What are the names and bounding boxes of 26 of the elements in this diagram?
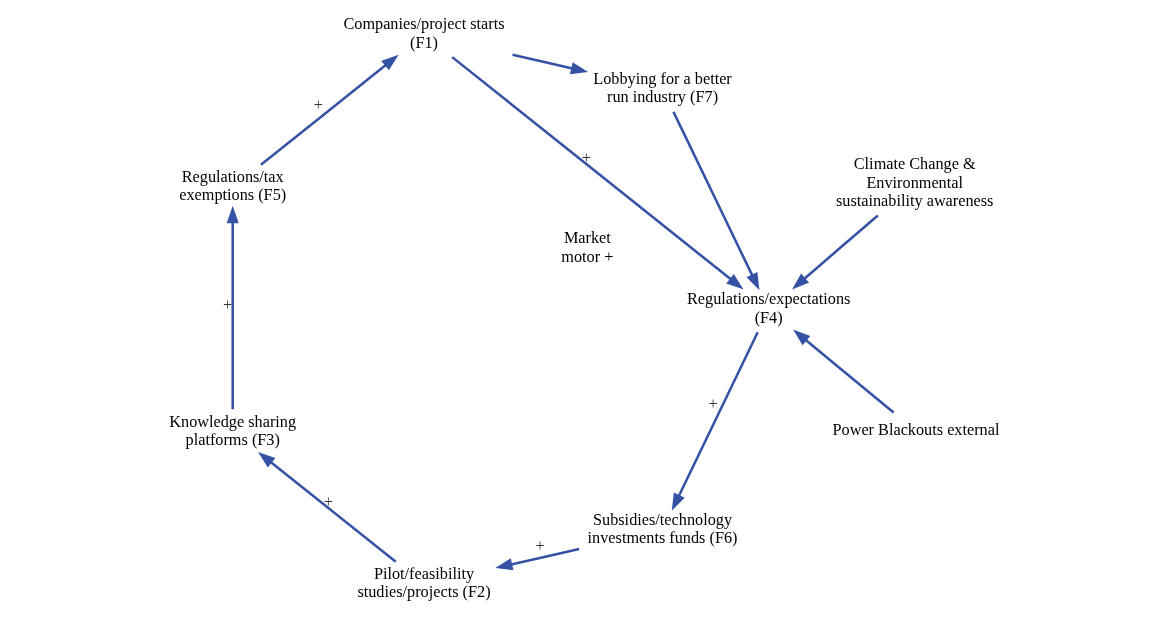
- node-text: Companies/project starts (F1): [343, 15, 505, 52]
- node-text: Subsidies/technology investments funds (F6): [587, 510, 738, 547]
- node-text: Lobbying for a better run industry (F7): [593, 69, 732, 107]
- arrow: [793, 329, 895, 414]
- node-text: Regulations/expectations (F4): [686, 290, 851, 327]
- edge-label: +: [323, 492, 333, 511]
- node-text: Climate Change & Environmental sustainability awareness: [835, 155, 994, 210]
- arrow: [792, 214, 879, 290]
- node-text: Knowledge sharing platforms (F3): [169, 412, 297, 449]
- arrow: [258, 452, 397, 563]
- arrow: [672, 111, 760, 291]
- node-text: Regulations/tax exemptions (F5): [179, 167, 287, 205]
- edge-label: +: [581, 148, 592, 167]
- edge-label: +: [535, 537, 545, 556]
- edge-label: +: [223, 296, 233, 315]
- node-text: Power Blackouts external: [832, 420, 1000, 439]
- arrow: [226, 205, 239, 410]
- arrow: [495, 547, 580, 571]
- arrow: [512, 53, 589, 75]
- arrow: [451, 56, 744, 290]
- arrow: [260, 54, 399, 166]
- edge-label: +: [313, 95, 323, 114]
- arrow: [671, 331, 759, 511]
- node-text: Pilot/feasibility studies/projects (F2): [357, 565, 491, 602]
- edge-label: +: [708, 394, 718, 413]
- label: Market motor +: [561, 229, 614, 266]
